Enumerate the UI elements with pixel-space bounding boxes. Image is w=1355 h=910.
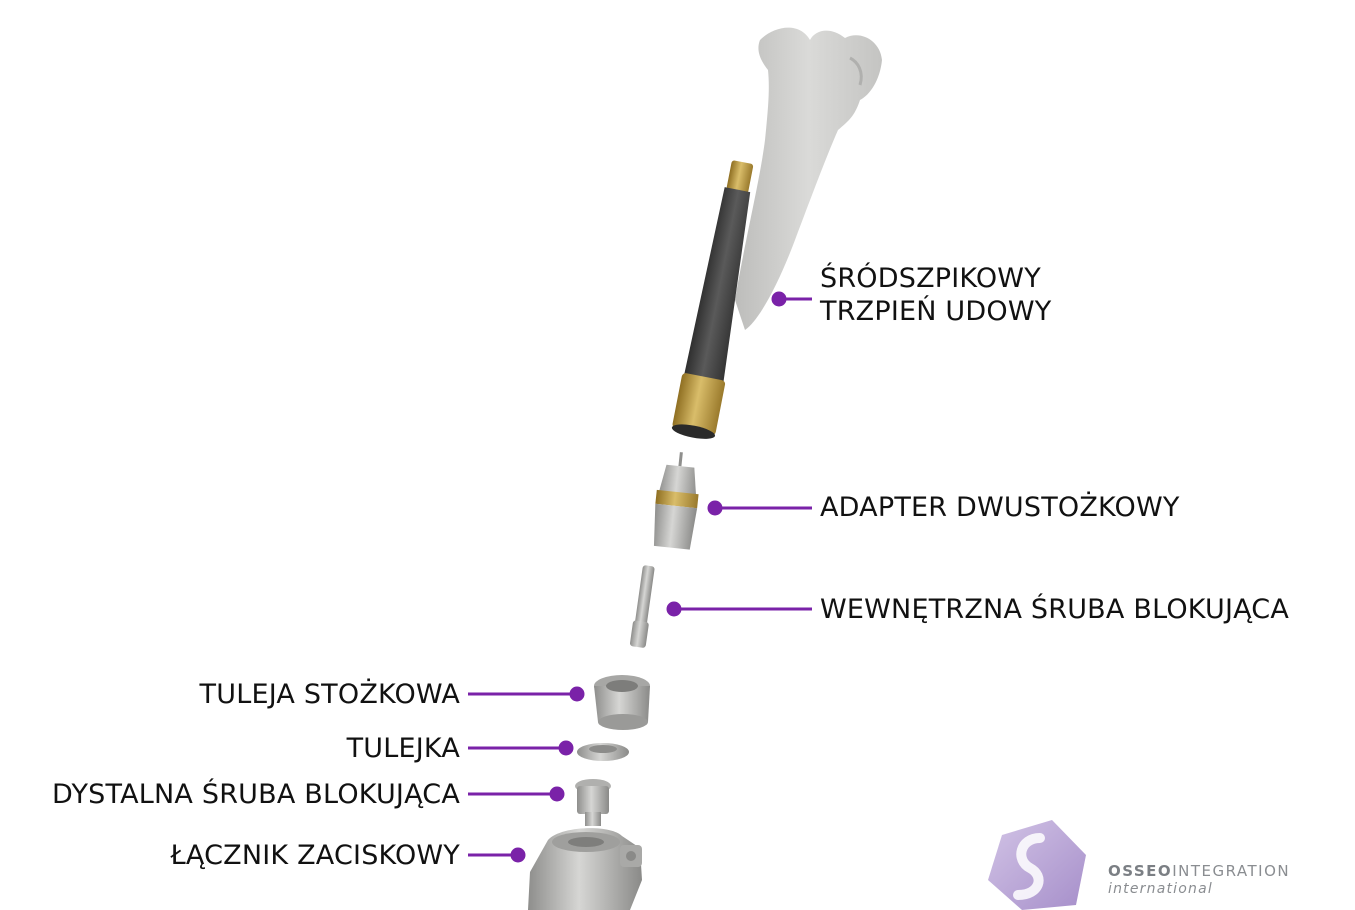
- label-dual-cone-adapter: ADAPTER DWUSTOŻKOWY: [820, 492, 1180, 523]
- leader-lines: [468, 291, 812, 863]
- leader-distal-locking-screw: [468, 786, 565, 802]
- bushing-part: [577, 743, 629, 761]
- logo-subtitle: international: [1108, 881, 1213, 897]
- leader-dual-cone-adapter: [707, 500, 812, 516]
- taper-sleeve-part: [594, 675, 650, 730]
- leader-clamp-connector: [468, 847, 526, 863]
- osseointegration-logo-icon: [988, 820, 1086, 910]
- distal-locking-screw-part: [575, 779, 611, 826]
- logo-brand-rest: INTEGRATION: [1172, 862, 1291, 880]
- leader-femoral-stem: [771, 291, 812, 307]
- leader-internal-locking-screw: [666, 601, 812, 617]
- logo-brand-bold: OSSEO: [1108, 862, 1173, 880]
- femur-bone: [735, 27, 882, 330]
- leader-taper-sleeve: [468, 686, 585, 702]
- label-femoral-stem-line1: ŚRÓDSZPIKOWY: [820, 263, 1041, 294]
- internal-locking-screw-part: [629, 565, 655, 648]
- label-taper-sleeve: TULEJA STOŻKOWA: [199, 679, 460, 710]
- dual-cone-adapter-part: [653, 452, 699, 550]
- label-clamp-connector: ŁĄCZNIK ZACISKOWY: [170, 840, 460, 871]
- label-femoral-stem: ŚRÓDSZPIKOWY TRZPIEŃ UDOWY: [820, 262, 1051, 328]
- label-bushing: TULEJKA: [346, 733, 460, 764]
- femoral-stem: [671, 160, 754, 439]
- clamp-connector-part: [528, 828, 642, 910]
- label-distal-locking-screw: DYSTALNA ŚRUBA BLOKUJĄCA: [51, 779, 460, 810]
- leader-bushing: [468, 740, 574, 756]
- logo-brand: OSSEOINTEGRATION: [1108, 862, 1290, 880]
- label-internal-locking-screw: WEWNĘTRZNA ŚRUBA BLOKUJĄCA: [820, 594, 1290, 625]
- label-femoral-stem-line2: TRZPIEŃ UDOWY: [820, 296, 1052, 327]
